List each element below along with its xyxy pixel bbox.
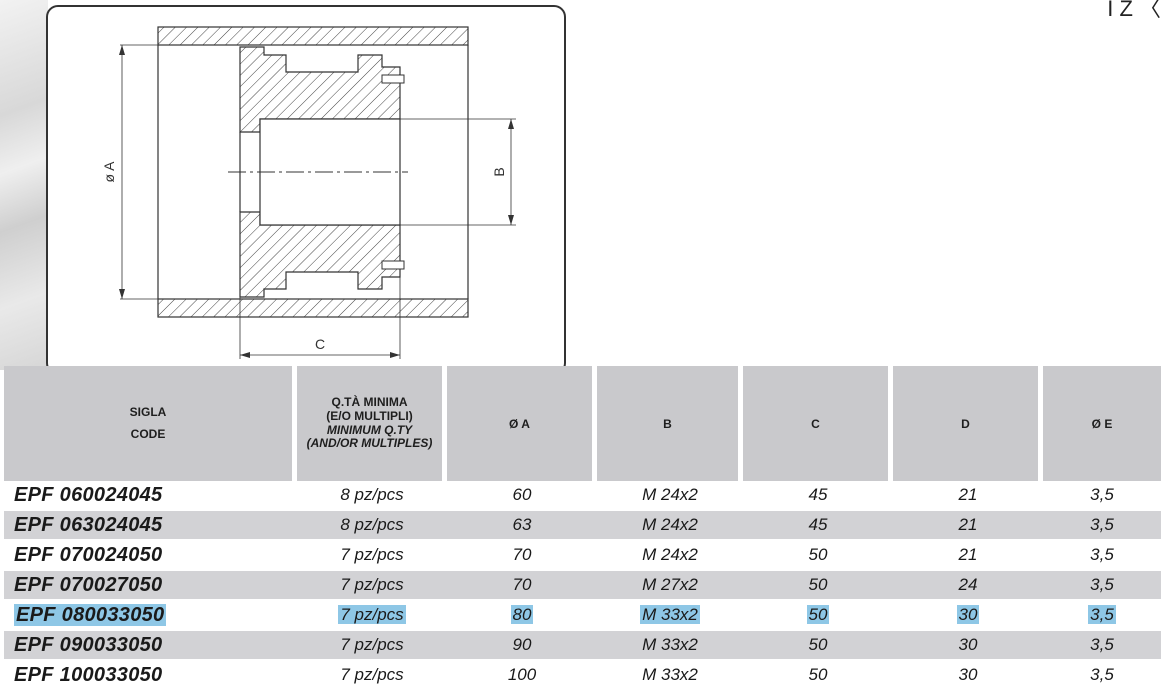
cell-a: 63 <box>447 511 597 541</box>
cell-d: 30 <box>893 661 1043 691</box>
cell-d: 24 <box>893 571 1043 601</box>
cell-a: 70 <box>447 571 597 601</box>
cell-c: 45 <box>743 511 893 541</box>
cell-a: 90 <box>447 631 597 661</box>
cell-b: M 33x2 <box>597 661 743 691</box>
header-e: Ø E <box>1043 366 1161 481</box>
cell-code: EPF 063024045 <box>4 511 297 541</box>
cell-qty: 8 pz/pcs <box>297 511 447 541</box>
header-c: C <box>743 366 893 481</box>
cell-qty: 7 pz/pcs <box>297 631 447 661</box>
header-a: Ø A <box>447 366 597 481</box>
cell-qty: 7 pz/pcs <box>297 571 447 601</box>
cell-code: EPF 080033050 <box>4 601 297 631</box>
technical-drawing-panel: ø A B C <box>46 5 566 375</box>
cell-e: 3,5 <box>1043 661 1161 691</box>
header-code: SIGLA CODE <box>4 366 297 481</box>
cell-e: 3,5 <box>1043 601 1161 631</box>
cell-c: 50 <box>743 631 893 661</box>
cell-b: M 24x2 <box>597 541 743 571</box>
cell-e: 3,5 <box>1043 481 1161 511</box>
cell-a: 100 <box>447 661 597 691</box>
header-min-qty: Q.TÀ MINIMA (E/O MULTIPLI) MINIMUM Q.TY … <box>297 366 447 481</box>
dimension-a-label: ø A <box>101 161 117 183</box>
cell-e: 3,5 <box>1043 571 1161 601</box>
cell-b: M 24x2 <box>597 511 743 541</box>
cell-c: 50 <box>743 571 893 601</box>
cell-d: 21 <box>893 481 1043 511</box>
cell-d: 21 <box>893 541 1043 571</box>
cell-a: 60 <box>447 481 597 511</box>
cell-e: 3,5 <box>1043 541 1161 571</box>
decorative-metal-band <box>0 0 48 370</box>
cell-a: 80 <box>447 601 597 631</box>
cell-c: 50 <box>743 601 893 631</box>
page-corner-mark: I Z 〈 <box>1107 0 1161 21</box>
cell-code: EPF 090033050 <box>4 631 297 661</box>
cell-c: 50 <box>743 661 893 691</box>
header-d: D <box>893 366 1043 481</box>
cell-e: 3,5 <box>1043 511 1161 541</box>
table-header-row: SIGLA CODE Q.TÀ MINIMA (E/O MULTIPLI) MI… <box>4 366 1161 481</box>
cell-code: EPF 060024045 <box>4 481 297 511</box>
cell-b: M 33x2 <box>597 631 743 661</box>
cell-d: 30 <box>893 631 1043 661</box>
cell-qty: 8 pz/pcs <box>297 481 447 511</box>
dimension-c-label: C <box>315 336 325 352</box>
cell-code: EPF 070024050 <box>4 541 297 571</box>
cell-qty: 7 pz/pcs <box>297 601 447 631</box>
cell-e: 3,5 <box>1043 631 1161 661</box>
cell-b: M 27x2 <box>597 571 743 601</box>
cell-code: EPF 100033050 <box>4 661 297 691</box>
product-spec-table: SIGLA CODE Q.TÀ MINIMA (E/O MULTIPLI) MI… <box>4 366 1161 691</box>
tube-wall-top <box>157 26 469 46</box>
cell-a: 70 <box>447 541 597 571</box>
tube-wall-bottom <box>157 298 469 318</box>
cell-qty: 7 pz/pcs <box>297 541 447 571</box>
cell-code: EPF 070027050 <box>4 571 297 601</box>
cell-b: M 24x2 <box>597 481 743 511</box>
cell-d: 21 <box>893 511 1043 541</box>
cell-qty: 7 pz/pcs <box>297 661 447 691</box>
dimension-b-label: B <box>491 167 507 176</box>
cell-c: 45 <box>743 481 893 511</box>
cell-c: 50 <box>743 541 893 571</box>
header-b: B <box>597 366 743 481</box>
cell-b: M 33x2 <box>597 601 743 631</box>
cell-d: 30 <box>893 601 1043 631</box>
technical-drawing: ø A B C <box>101 26 516 359</box>
